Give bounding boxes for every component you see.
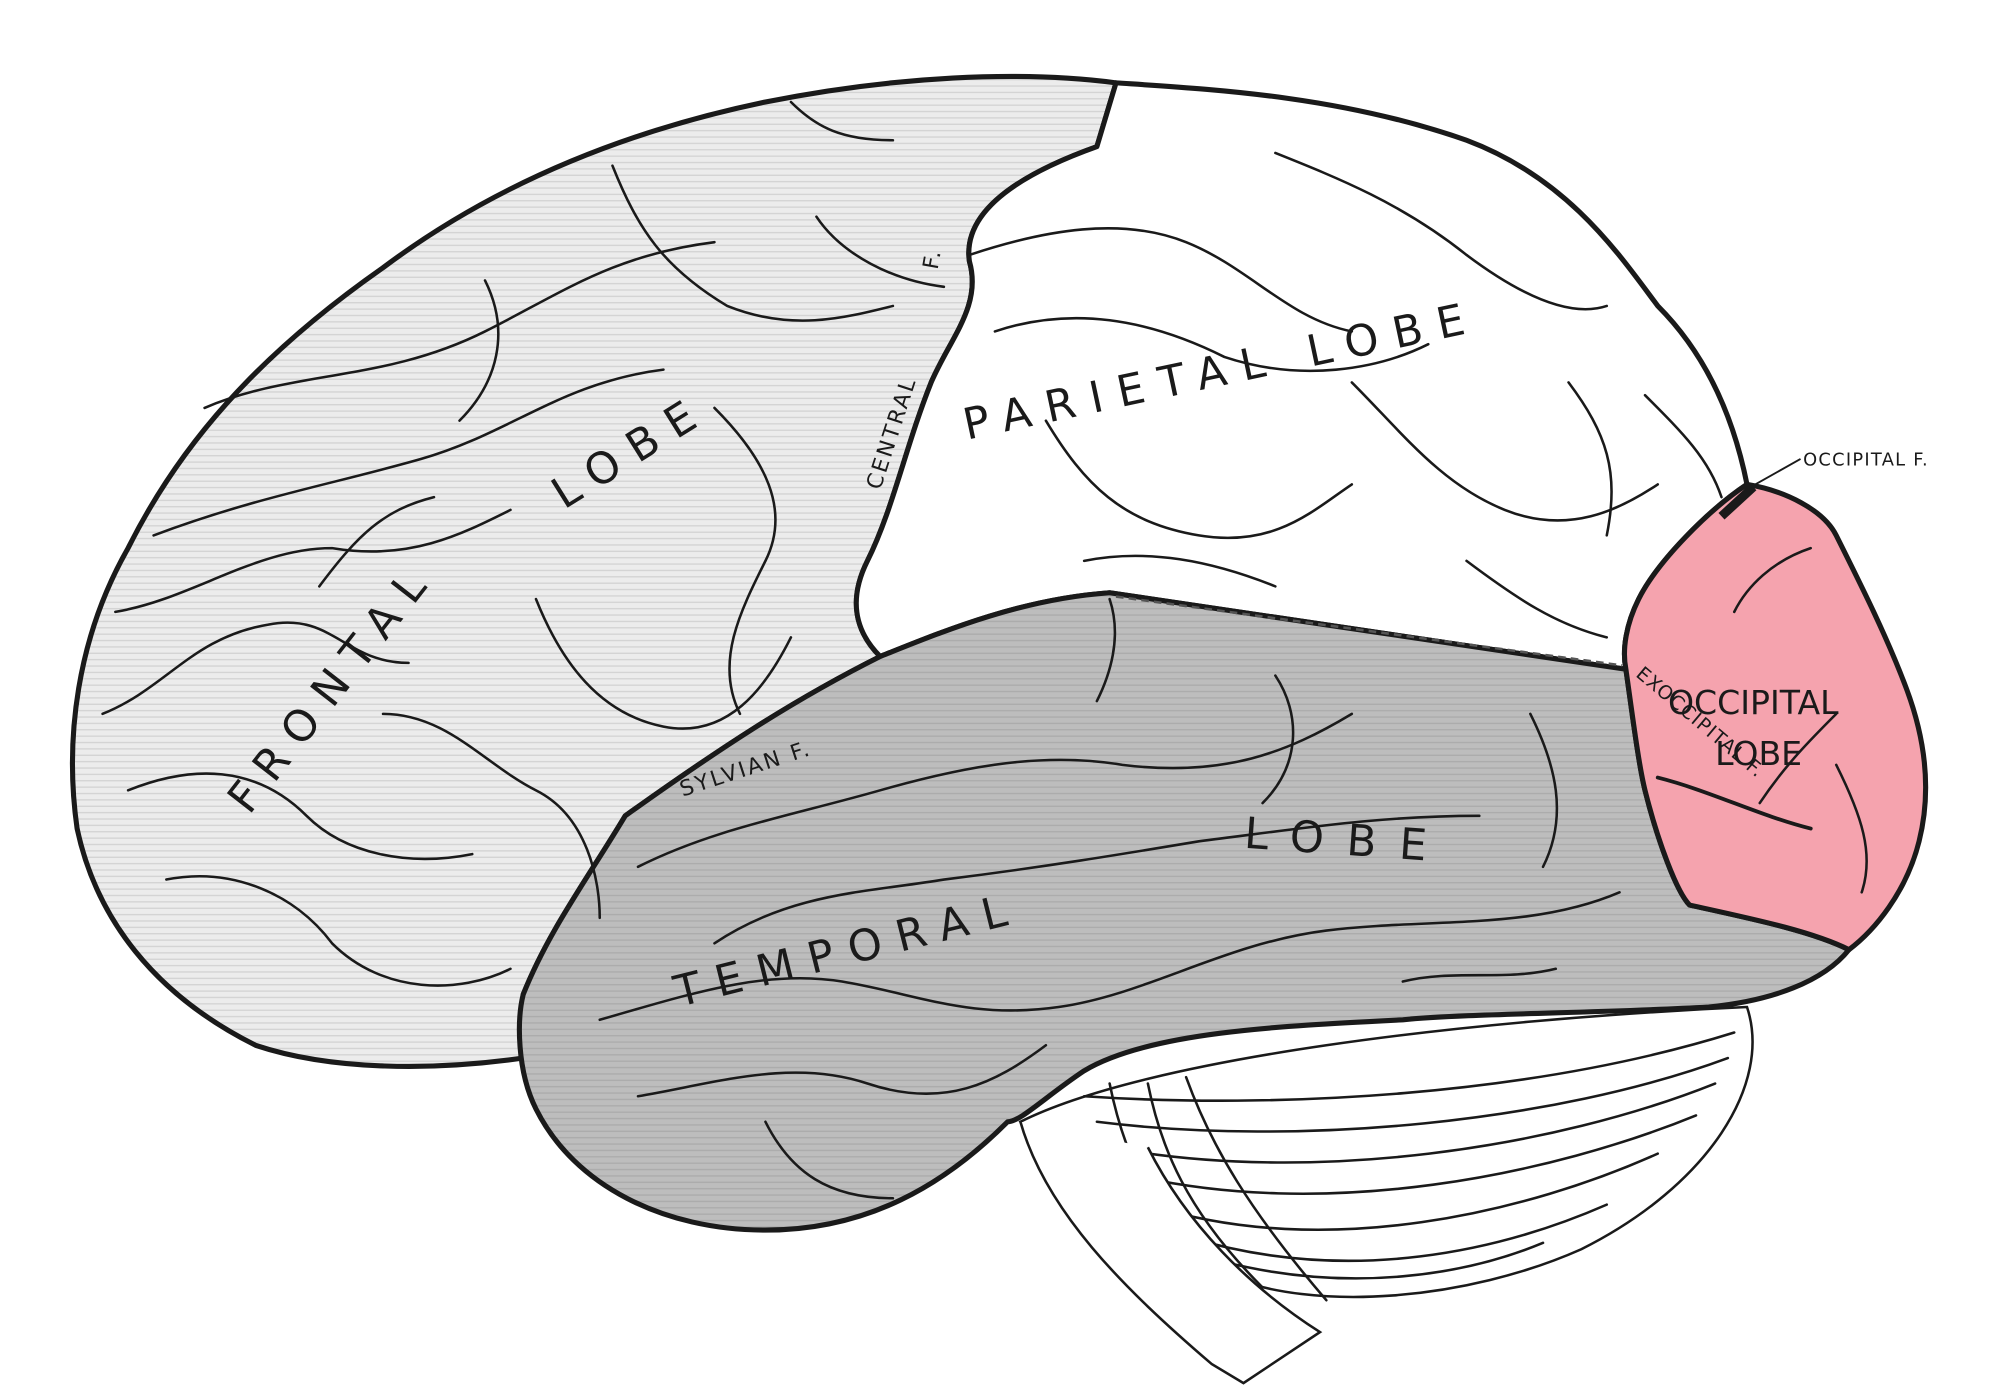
label-occipital-lobe: LOBE [1715, 734, 1802, 773]
brainstem [1019, 1121, 1323, 1385]
label-occipital-fissure: OCCIPITAL F. [1803, 449, 1929, 470]
temporal-gyri [598, 597, 1621, 1200]
parietal-gyri [968, 151, 1723, 639]
label-central-fissure-f: F. [919, 246, 947, 271]
frontal-gyri [101, 100, 946, 987]
label-occipital: OCCIPITAL [1668, 683, 1839, 722]
occipital-lobe [1621, 481, 1929, 953]
occipital-fissure-leader [1750, 458, 1801, 488]
cerebellum [1018, 1005, 1754, 1302]
occipital-gyri [1655, 546, 1868, 894]
